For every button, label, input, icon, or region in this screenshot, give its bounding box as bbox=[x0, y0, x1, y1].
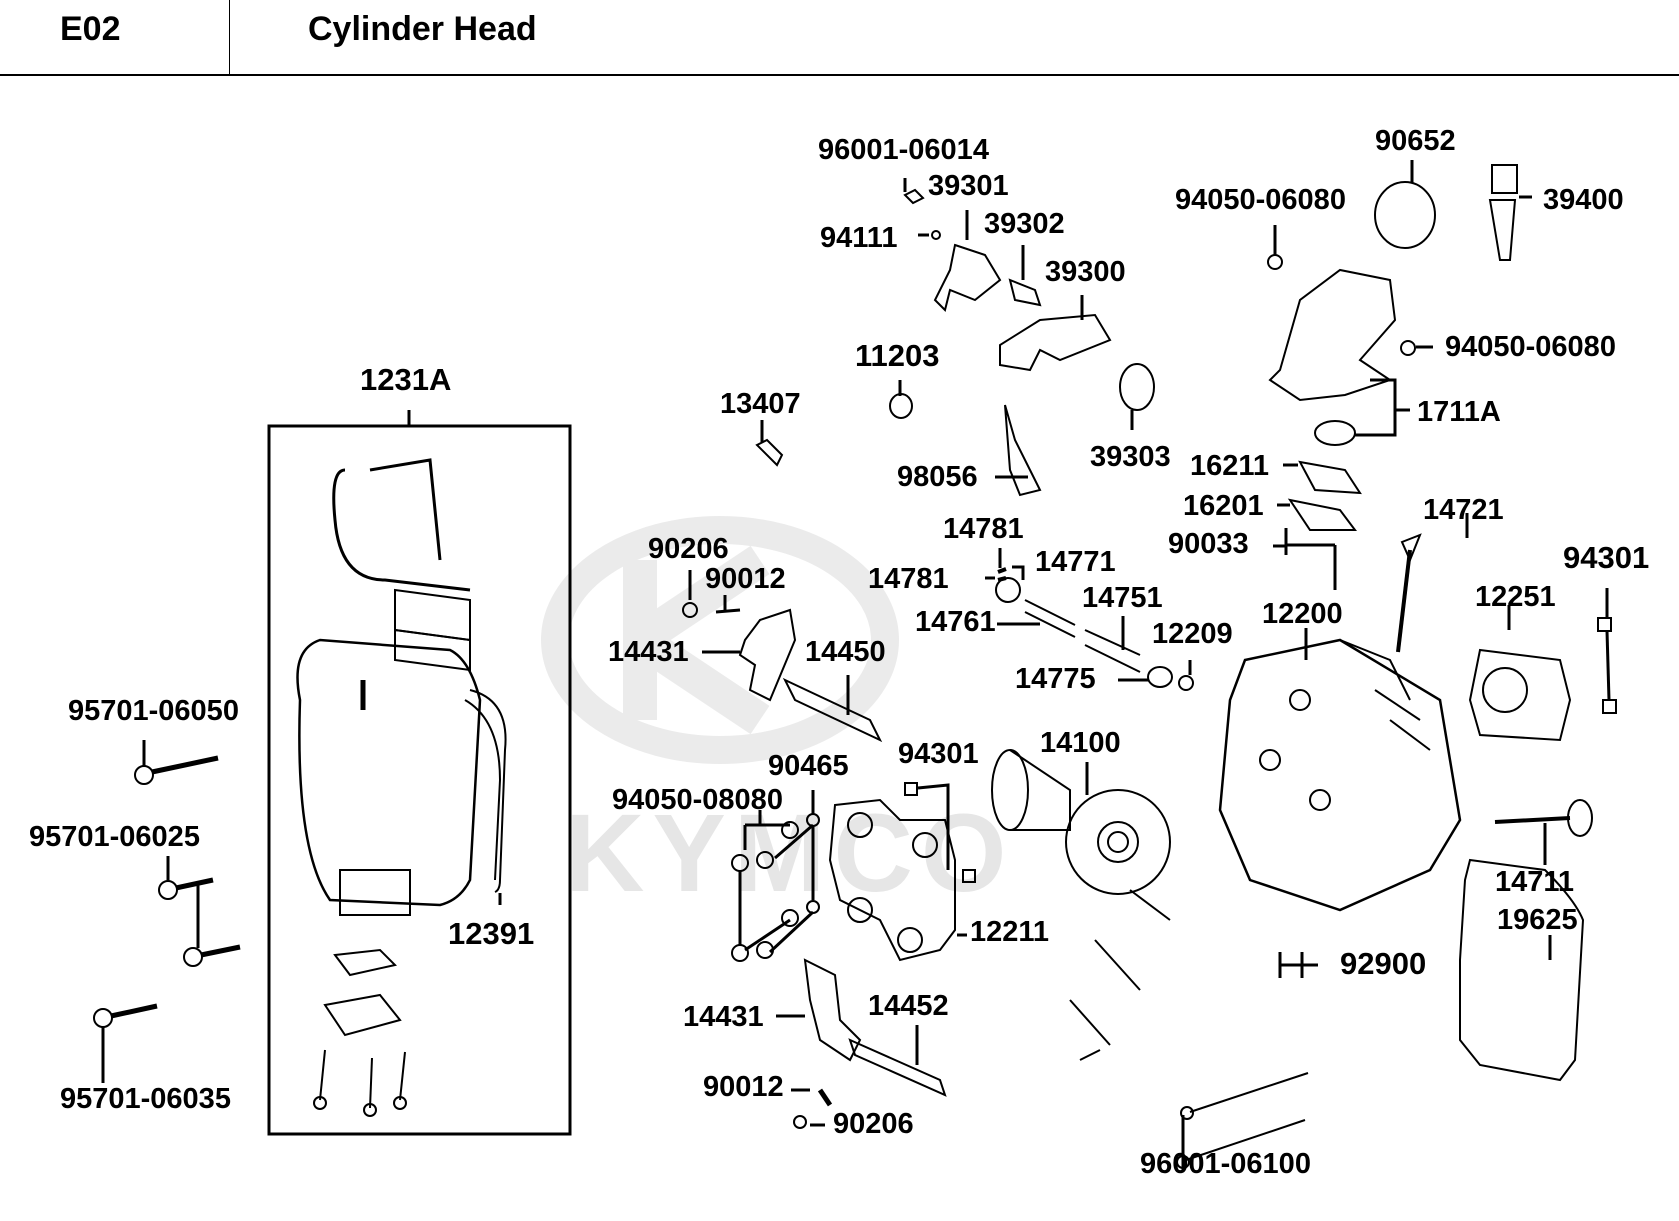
stud-92900-icon bbox=[1278, 952, 1318, 978]
head-gasket-icon bbox=[1468, 605, 1572, 742]
bolt-95701-06025-icon bbox=[158, 856, 241, 967]
injector-group-icon bbox=[755, 178, 1155, 497]
part-label: 95701-06050 bbox=[68, 695, 239, 727]
valve-train-icon bbox=[985, 513, 1593, 1061]
part-label: 39303 bbox=[1090, 441, 1171, 473]
dowel-pins-icon bbox=[1597, 588, 1617, 714]
part-label: 12209 bbox=[1152, 618, 1233, 650]
part-label: 39300 bbox=[1045, 256, 1126, 288]
cover-gasket-icon bbox=[469, 689, 507, 893]
part-label: 12200 bbox=[1262, 598, 1343, 630]
part-label: 90206 bbox=[833, 1108, 914, 1140]
part-label: 90033 bbox=[1168, 528, 1249, 560]
breather-tube-icon bbox=[332, 458, 471, 672]
part-label: 14431 bbox=[608, 636, 689, 668]
header-divider bbox=[229, 0, 230, 74]
part-label: 96001-06100 bbox=[1140, 1148, 1311, 1180]
part-label: 14450 bbox=[805, 636, 886, 668]
part-label: 94050-06080 bbox=[1445, 331, 1616, 363]
part-label: 96001-06014 bbox=[818, 134, 989, 166]
part-label: 14761 bbox=[915, 606, 996, 638]
page-title: Cylinder Head bbox=[308, 10, 537, 48]
part-label: 13407 bbox=[720, 388, 801, 420]
valve-cover-assembly-box bbox=[267, 410, 572, 1136]
part-label: 95701-06025 bbox=[29, 821, 200, 853]
part-label: 39302 bbox=[984, 208, 1065, 240]
camshaft-icon bbox=[991, 749, 1171, 895]
part-label: 39301 bbox=[928, 170, 1009, 202]
part-label: 14781 bbox=[868, 563, 949, 595]
rocker-arm-group-icon bbox=[682, 570, 947, 1129]
part-label: 90206 bbox=[648, 533, 729, 565]
nuts-washers-icon bbox=[731, 790, 820, 962]
part-label: 94111 bbox=[820, 222, 898, 254]
part-label: 14775 bbox=[1015, 663, 1096, 695]
valve-cover-icon bbox=[296, 638, 502, 916]
part-label: 19625 bbox=[1497, 904, 1578, 936]
part-label: 90465 bbox=[768, 750, 849, 782]
part-label: 14751 bbox=[1082, 582, 1163, 614]
oil-plate-icon bbox=[323, 948, 402, 1037]
part-label: 12211 bbox=[970, 916, 1050, 948]
part-label: 94050-08080 bbox=[612, 784, 783, 816]
bolt-95701-06050-icon bbox=[134, 740, 219, 785]
part-label: 92900 bbox=[1340, 946, 1427, 981]
part-label: 1711A bbox=[1417, 396, 1501, 428]
part-label: 14721 bbox=[1423, 494, 1504, 526]
part-label: 94301 bbox=[1563, 540, 1650, 575]
part-label: 12391 bbox=[448, 916, 535, 951]
part-label: 90012 bbox=[703, 1071, 784, 1103]
bolt-set-icon bbox=[313, 1049, 407, 1117]
part-label: 14100 bbox=[1040, 727, 1121, 759]
cylinder-head-icon bbox=[1218, 628, 1462, 912]
part-label: 14431 bbox=[683, 1001, 764, 1033]
part-label: 14781 bbox=[943, 513, 1024, 545]
part-label: 90012 bbox=[705, 563, 786, 595]
section-code: E02 bbox=[60, 10, 121, 48]
camshaft-holder-icon bbox=[828, 782, 976, 962]
valve-cover-gasket-icon bbox=[1459, 858, 1585, 1082]
part-label: 11203 bbox=[855, 338, 940, 373]
part-label: 98056 bbox=[897, 461, 978, 493]
part-label: 1231A bbox=[360, 362, 452, 397]
part-label: 95701-06035 bbox=[60, 1083, 231, 1115]
part-label: 90652 bbox=[1375, 125, 1456, 157]
part-label: 14452 bbox=[868, 990, 949, 1022]
page-header: E02 Cylinder Head bbox=[0, 0, 1679, 76]
part-label: 39400 bbox=[1543, 184, 1624, 216]
long-bolts-icon bbox=[1176, 1072, 1309, 1172]
part-label: 14711 bbox=[1495, 866, 1575, 898]
part-label: 16201 bbox=[1183, 490, 1264, 522]
part-label: 14771 bbox=[1035, 546, 1116, 578]
part-label: 94050-06080 bbox=[1175, 184, 1346, 216]
part-label: 16211 bbox=[1190, 450, 1270, 482]
intake-manifold-icon bbox=[1267, 160, 1532, 590]
bolt-95701-06035-icon bbox=[93, 1003, 158, 1083]
part-label: 94301 bbox=[898, 738, 979, 770]
part-label: 12251 bbox=[1475, 581, 1556, 613]
